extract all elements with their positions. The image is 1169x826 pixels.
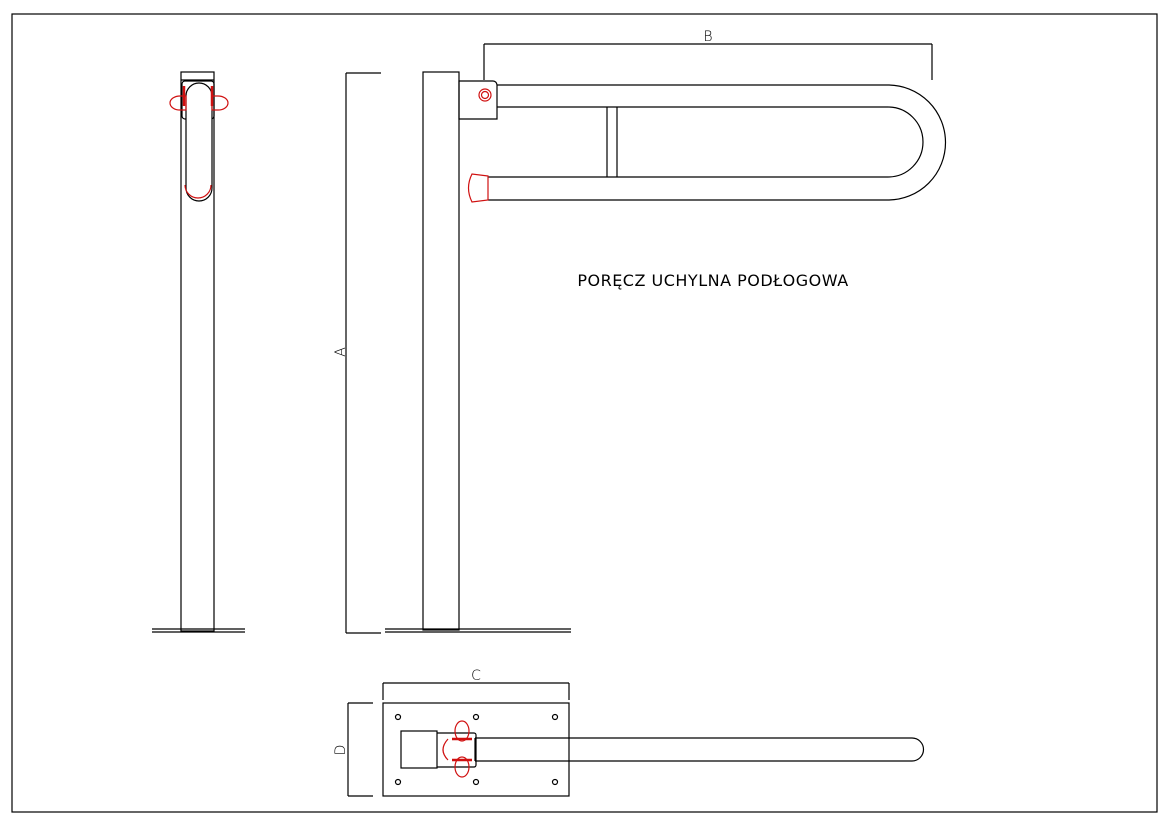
- post: [422, 71, 460, 631]
- hinge-pin-right: [211, 95, 229, 111]
- drawing-line: [551, 713, 559, 721]
- drawing-line: [551, 778, 559, 786]
- dimension-b-label: B: [703, 29, 712, 45]
- end-cap: [184, 184, 212, 199]
- end-cap: [467, 173, 489, 203]
- handle-bar: [475, 737, 925, 762]
- mounting-holes: [394, 713, 559, 786]
- side-view: A B: [333, 29, 947, 634]
- handle-inner: [488, 106, 924, 178]
- post: [180, 71, 215, 632]
- front-view: [152, 71, 245, 633]
- hinge-pin-bottom: [454, 756, 470, 778]
- drawing-line: [394, 713, 402, 721]
- drawing-line: [472, 778, 480, 786]
- dimension-c-label: C: [471, 668, 481, 684]
- dimension-a-label: A: [333, 347, 349, 357]
- top-view: C D: [333, 668, 925, 797]
- hinge-bracket: [437, 732, 477, 768]
- hinge-pin-icon: [478, 88, 492, 102]
- post-section: [400, 730, 438, 769]
- drawing-line: [480, 90, 490, 100]
- dimension-d-label: D: [333, 745, 349, 756]
- drawing-title: PORĘCZ UCHYLNA PODŁOGOWA: [577, 271, 848, 290]
- drawing-line: [394, 778, 402, 786]
- drawing-line: [442, 738, 449, 761]
- hinge-pin-top: [454, 720, 470, 742]
- hinge-bracket: [458, 80, 498, 120]
- base-plate: [382, 702, 570, 797]
- handle-outer: [488, 84, 947, 201]
- folded-handle: [185, 82, 213, 202]
- drawing-frame: [11, 13, 1158, 813]
- hinge-pin-left: [169, 95, 187, 111]
- drawing-line: [472, 713, 480, 721]
